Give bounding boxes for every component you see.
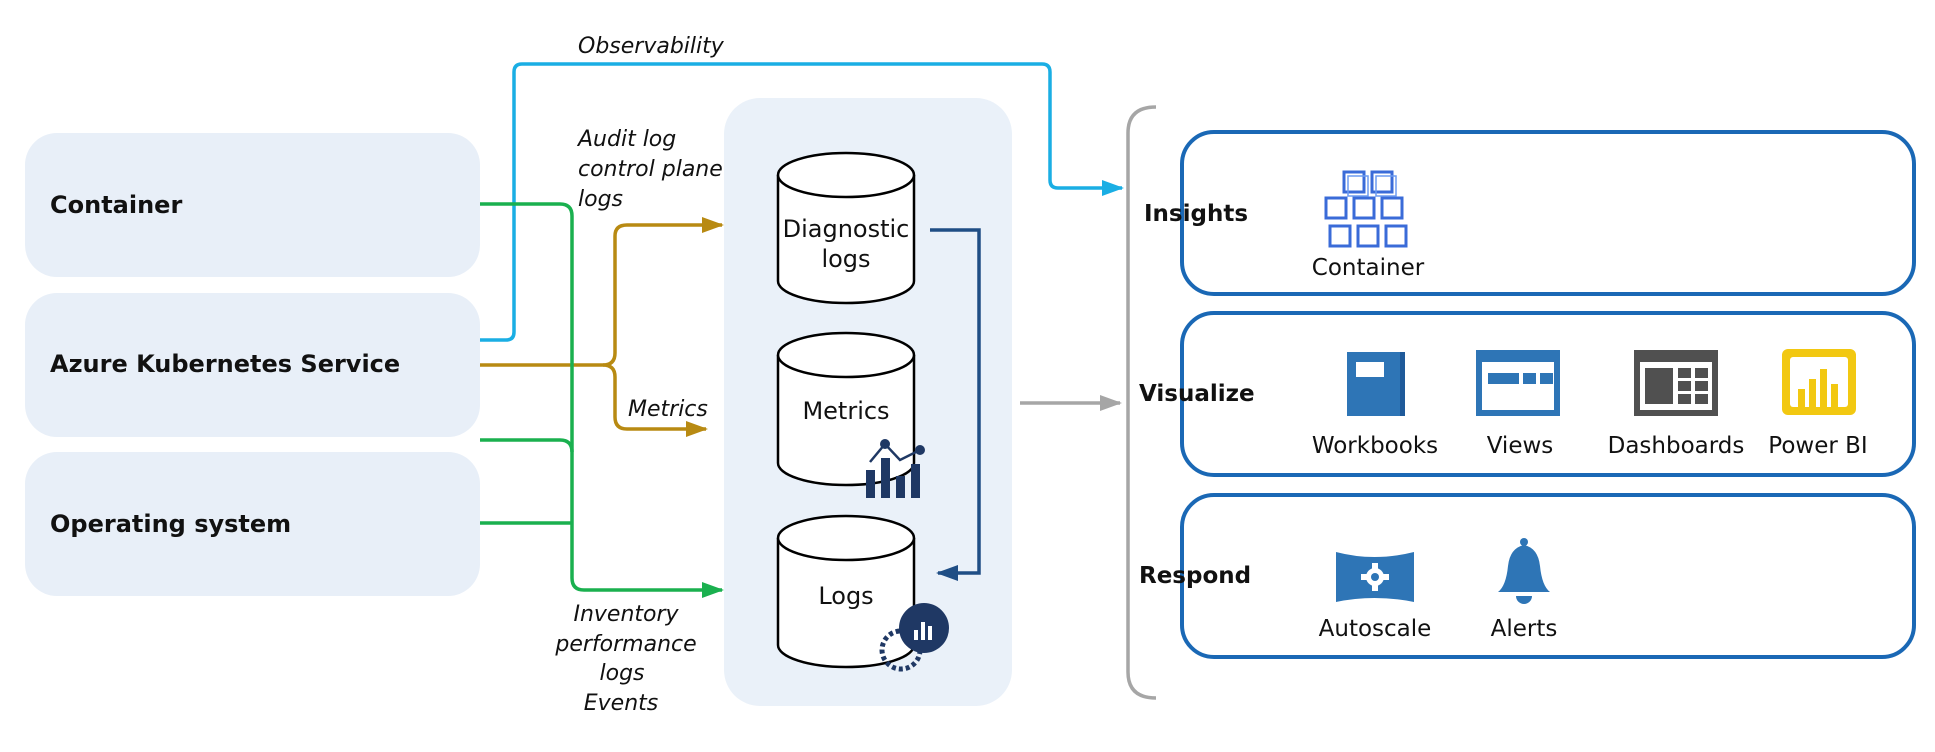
metrics-store-label: Metrics bbox=[802, 397, 889, 425]
dashboards-label: Dashboards bbox=[1608, 433, 1745, 459]
power-bi-label: Power BI bbox=[1768, 433, 1867, 459]
container-logs-arrow bbox=[480, 202, 724, 598]
source-aks-label: Azure Kubernetes Service bbox=[50, 350, 400, 378]
insights-title: Insights bbox=[1144, 201, 1248, 227]
diagnostic-logs-line-1: Diagnostic bbox=[783, 215, 910, 243]
diagnostic-logs-line-2: logs bbox=[821, 245, 870, 273]
audit-log-label: Audit log control plane logs bbox=[576, 127, 723, 212]
metrics-chart-icon bbox=[866, 439, 925, 498]
audit-log-arrow bbox=[480, 217, 724, 367]
log-analytics-icon bbox=[879, 603, 949, 672]
metrics-cylinder: Metrics bbox=[776, 331, 916, 487]
insights-section bbox=[1180, 130, 1916, 296]
diagnostic-to-logs-arrow bbox=[930, 228, 981, 581]
diagnostic-logs-cylinder: Diagnostic logs bbox=[776, 151, 916, 305]
source-container: Container bbox=[25, 133, 480, 277]
audit-label-line-3: logs bbox=[578, 187, 623, 212]
power-bi-icon bbox=[1782, 349, 1856, 415]
visualize-title: Visualize bbox=[1139, 381, 1255, 407]
workbook-icon bbox=[1347, 352, 1405, 416]
autoscale-icon bbox=[1336, 552, 1414, 602]
source-os-label: Operating system bbox=[50, 510, 291, 538]
os-logs-arrow-1 bbox=[480, 438, 574, 453]
logs-cylinder: Logs bbox=[776, 514, 916, 669]
source-container-label: Container bbox=[50, 191, 182, 219]
metrics-flow-label: Metrics bbox=[628, 397, 708, 422]
inventory-label-line-2: performance bbox=[554, 632, 696, 657]
respond-title: Respond bbox=[1139, 563, 1251, 589]
autoscale-label: Autoscale bbox=[1319, 616, 1432, 642]
output-bracket bbox=[1126, 105, 1157, 700]
observability-label: Observability bbox=[578, 34, 725, 59]
source-operating-system: Operating system bbox=[25, 452, 480, 596]
inventory-label-line-4: Events bbox=[584, 691, 659, 716]
observability-arrow bbox=[480, 62, 1124, 342]
views-icon bbox=[1476, 350, 1560, 416]
audit-label-line-1: Audit log bbox=[576, 127, 676, 152]
workbooks-label: Workbooks bbox=[1312, 433, 1438, 459]
alerts-label: Alerts bbox=[1491, 616, 1558, 642]
bell-icon bbox=[1498, 538, 1550, 604]
insights-item-label: Container bbox=[1312, 255, 1425, 281]
metrics-arrow bbox=[602, 363, 708, 437]
views-label: Views bbox=[1487, 433, 1554, 459]
inventory-label-line-1: Inventory bbox=[573, 602, 679, 627]
respond-section bbox=[1180, 493, 1916, 659]
logs-store-label: Logs bbox=[818, 582, 873, 610]
container-cubes-icon bbox=[1324, 170, 1408, 248]
dashboard-icon bbox=[1634, 350, 1718, 416]
inventory-label: Inventory performance logs Events bbox=[554, 602, 696, 716]
inventory-label-line-3: logs bbox=[600, 661, 645, 686]
audit-label-line-2: control plane bbox=[578, 157, 723, 182]
source-aks: Azure Kubernetes Service bbox=[25, 293, 480, 437]
